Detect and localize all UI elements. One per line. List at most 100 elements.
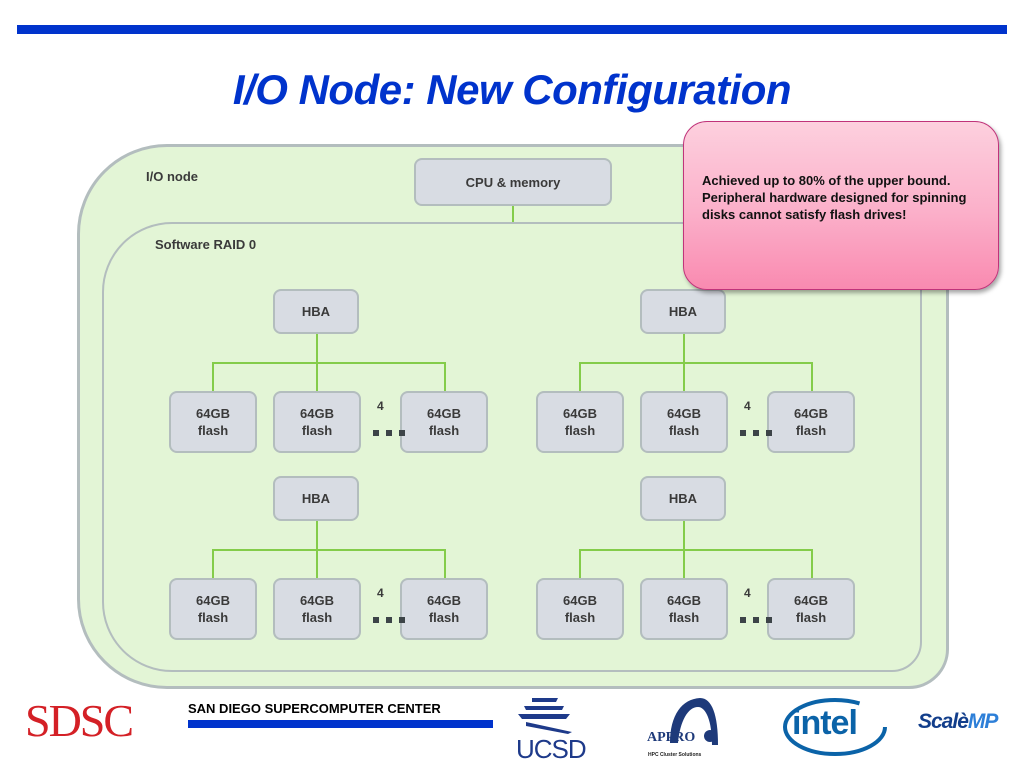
drive-connector [444, 362, 446, 392]
flash-drive-box: 64GB flash [169, 578, 257, 640]
drive-connector [579, 362, 581, 392]
sdsc-name: SAN DIEGO SUPERCOMPUTER CENTER [188, 701, 441, 716]
ellipsis-icon [740, 617, 772, 623]
flash-capacity: 64GB [667, 406, 701, 421]
sdsc-underline [188, 720, 493, 728]
flash-drive-box: 64GB flash [767, 578, 855, 640]
ellipsis-dot [766, 617, 772, 623]
appro-logo-mark [670, 698, 718, 745]
hba-connector [683, 334, 685, 362]
cpu-memory-box: CPU & memory [414, 158, 612, 206]
io-node-label: I/O node [146, 169, 198, 184]
intel-logo-swoosh [783, 698, 887, 756]
appro-tagline: HPC Cluster Solutions [648, 752, 702, 758]
flash-drive-box: 64GB flash [640, 391, 728, 453]
drive-connector [683, 362, 685, 392]
ellipsis-dot [386, 617, 392, 623]
bus-connector [579, 362, 811, 364]
ellipsis-dot [766, 430, 772, 436]
flash-capacity: 64GB [563, 593, 597, 608]
hba-box: HBA [640, 289, 726, 334]
ellipsis-dot [740, 430, 746, 436]
flash-capacity: 64GB [427, 406, 461, 421]
bus-connector [212, 549, 444, 551]
flash-drive-box: 64GB flash [400, 391, 488, 453]
flash-drive-box: 64GB flash [400, 578, 488, 640]
flash-type: flash [197, 610, 229, 625]
flash-type: flash [301, 610, 333, 625]
drive-count-label: 4 [377, 399, 384, 413]
ucsd-logo-mark [518, 698, 572, 734]
flash-capacity: 64GB [196, 593, 230, 608]
drive-count-label: 4 [744, 586, 751, 600]
slide-title: I/O Node: New Configuration [232, 66, 792, 113]
drive-count-label: 4 [744, 399, 751, 413]
ellipsis-dot [399, 617, 405, 623]
drive-connector [316, 549, 318, 579]
ellipsis-dot [373, 430, 379, 436]
flash-type: flash [197, 423, 229, 438]
flash-type: flash [668, 423, 700, 438]
drive-connector [316, 362, 318, 392]
drive-connector [212, 362, 214, 392]
flash-drive-box: 64GB flash [273, 391, 361, 453]
hba-connector [316, 334, 318, 362]
hba-connector [683, 521, 685, 549]
flash-capacity: 64GB [563, 406, 597, 421]
flash-capacity: 64GB [794, 593, 828, 608]
flash-drive-box: 64GB flash [767, 391, 855, 453]
hba-box: HBA [640, 476, 726, 521]
top-rule [17, 25, 1007, 34]
ellipsis-dot [753, 430, 759, 436]
scalemp-logo-a: Scalè [918, 710, 969, 733]
ucsd-logo: UCSD [516, 734, 587, 764]
scalemp-logo-b: MP [967, 710, 998, 733]
bus-connector [579, 549, 811, 551]
ellipsis-dot [753, 617, 759, 623]
hba-box: HBA [273, 476, 359, 521]
callout-note: Achieved up to 80% of the upper bound. P… [683, 121, 999, 290]
flash-type: flash [301, 423, 333, 438]
flash-capacity: 64GB [794, 406, 828, 421]
intel-logo: intel [792, 704, 858, 742]
drive-connector [811, 549, 813, 579]
flash-drive-box: 64GB flash [536, 391, 624, 453]
flash-capacity: 64GB [300, 406, 334, 421]
ellipsis-icon [373, 430, 405, 436]
flash-capacity: 64GB [427, 593, 461, 608]
hba-connector [316, 521, 318, 549]
sdsc-logo: SDSC [25, 695, 134, 746]
ellipsis-dot [386, 430, 392, 436]
ellipsis-icon [373, 617, 405, 623]
flash-type: flash [564, 423, 596, 438]
callout-text: Achieved up to 80% of the upper bound. P… [702, 173, 967, 222]
flash-drive-box: 64GB flash [273, 578, 361, 640]
ellipsis-dot [373, 617, 379, 623]
ellipsis-icon [740, 430, 772, 436]
flash-drive-box: 64GB flash [640, 578, 728, 640]
flash-type: flash [668, 610, 700, 625]
flash-capacity: 64GB [196, 406, 230, 421]
flash-drive-box: 64GB flash [169, 391, 257, 453]
flash-type: flash [564, 610, 596, 625]
bus-connector [212, 362, 444, 364]
drive-connector [212, 549, 214, 579]
flash-type: flash [428, 423, 460, 438]
flash-capacity: 64GB [300, 593, 334, 608]
flash-type: flash [795, 423, 827, 438]
flash-capacity: 64GB [667, 593, 701, 608]
ellipsis-dot [399, 430, 405, 436]
drive-connector [444, 549, 446, 579]
hba-box: HBA [273, 289, 359, 334]
cpu-connector [512, 206, 514, 223]
ellipsis-dot [740, 617, 746, 623]
flash-type: flash [795, 610, 827, 625]
appro-logo: APPRO [647, 730, 696, 745]
drive-connector [683, 549, 685, 579]
flash-type: flash [428, 610, 460, 625]
flash-drive-box: 64GB flash [536, 578, 624, 640]
software-raid-label: Software RAID 0 [155, 237, 257, 252]
scalemp-logo: ScalèMP [918, 710, 998, 734]
drive-count-label: 4 [377, 586, 384, 600]
drive-connector [579, 549, 581, 579]
